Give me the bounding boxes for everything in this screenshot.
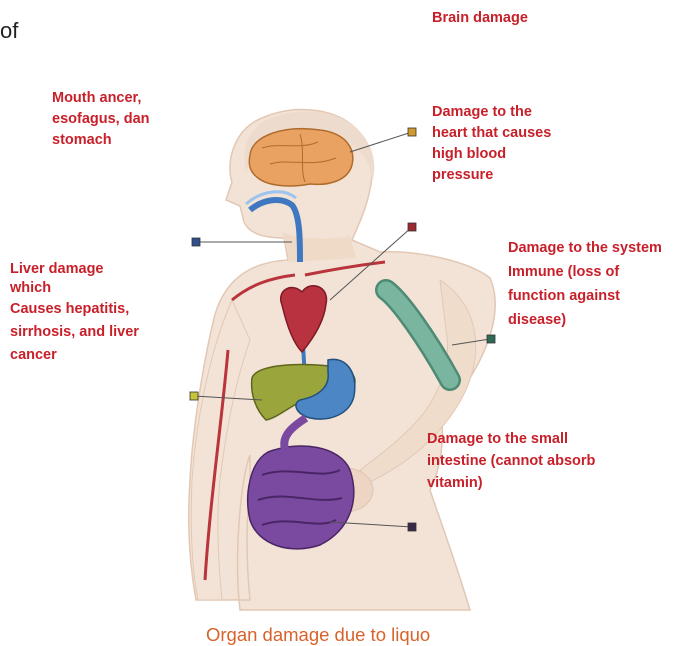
label-heart-damage: Damage to the heart that causes high blo… — [432, 102, 598, 186]
marker-square-icon — [192, 238, 200, 246]
marker-square-icon — [408, 223, 416, 231]
marker-square-icon — [408, 128, 416, 136]
label-small-intestine-damage: Damage to the small intestine (cannot ab… — [427, 428, 595, 494]
label-immune-damage: Damage to the system Immune (loss of fun… — [508, 236, 662, 332]
label-brain-damage: Brain damage — [432, 8, 528, 29]
header-fragment: of — [0, 18, 18, 44]
marker-square-icon — [408, 523, 416, 531]
figure-caption: Organ damage due to liquo — [206, 624, 430, 646]
marker-square-icon — [190, 392, 198, 400]
label-mouth-esophagus-stomach: Mouth ancer, esofagus, dan stomach — [52, 88, 192, 151]
label-liver-damage: Liver damage which Causes hepatitis, sir… — [10, 260, 139, 365]
marker-square-icon — [487, 335, 495, 343]
